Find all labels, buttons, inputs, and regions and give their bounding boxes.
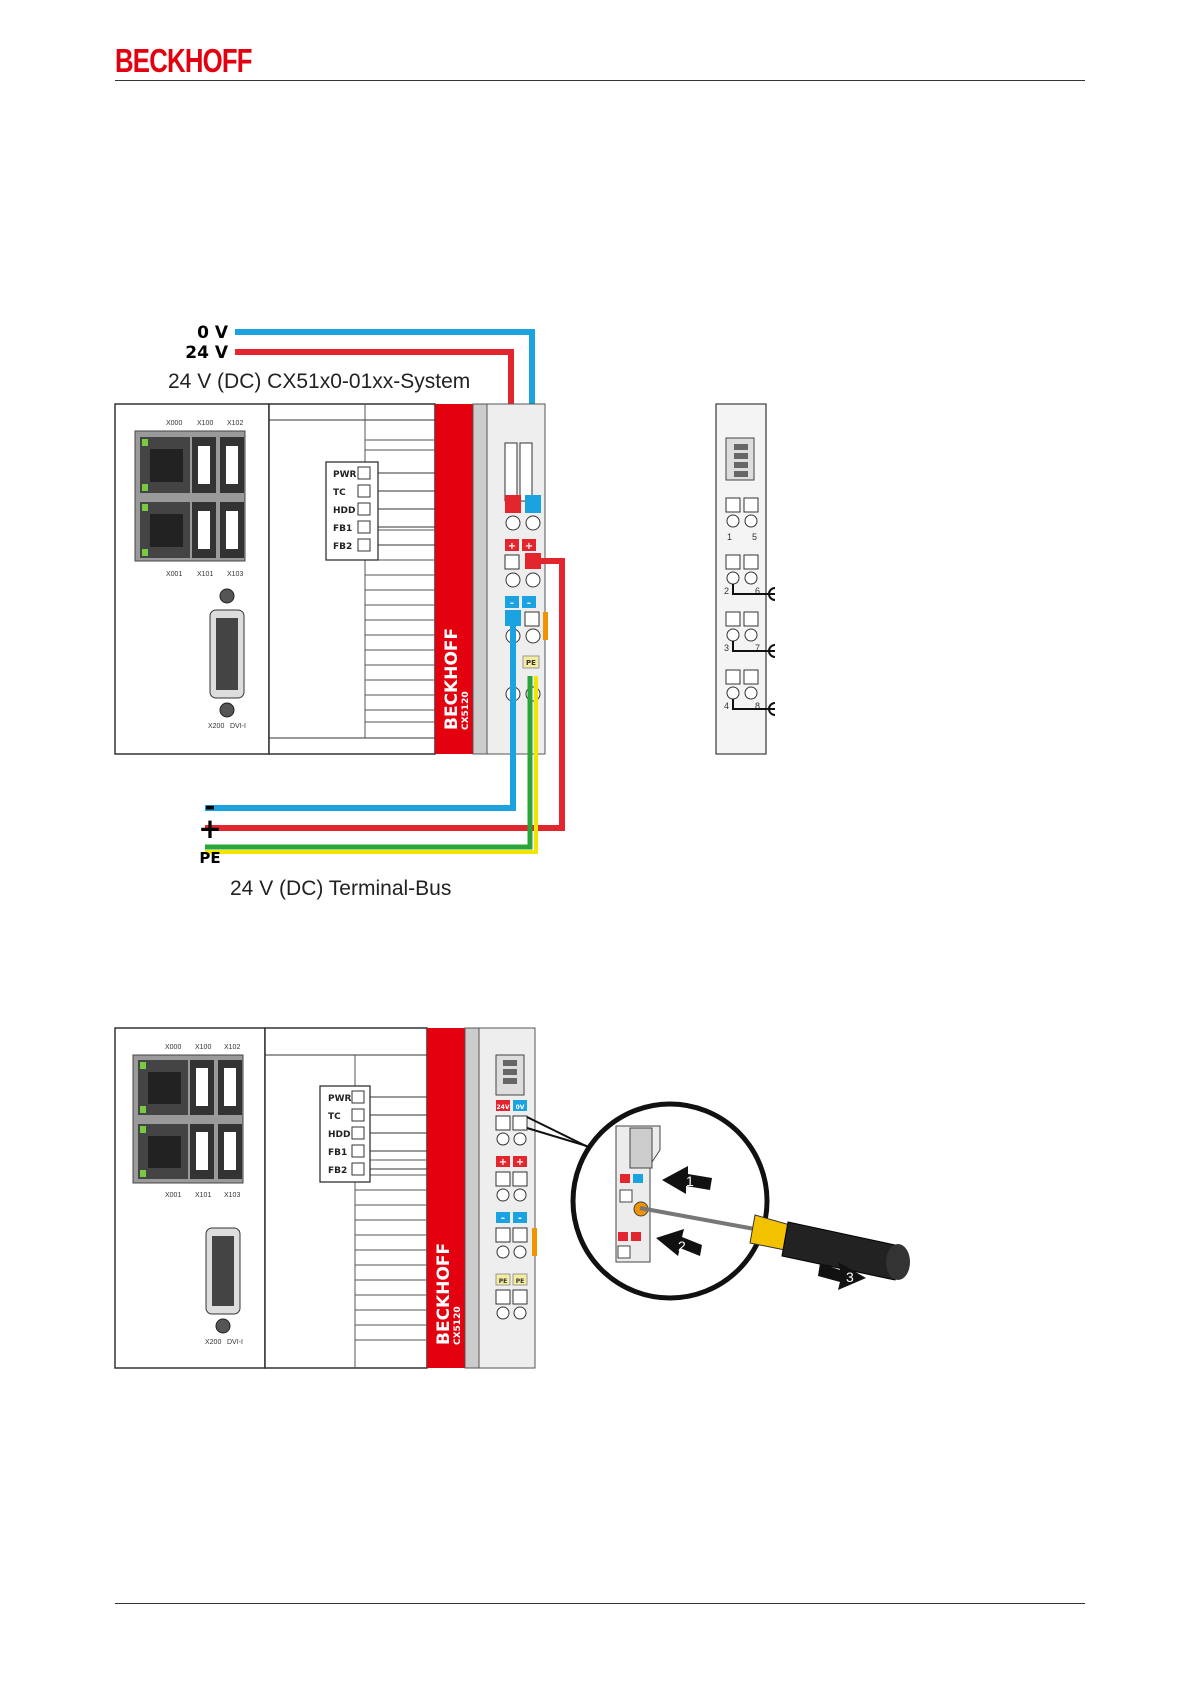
port-x200: X200 bbox=[208, 723, 224, 730]
io-4: 4 bbox=[724, 701, 729, 711]
figure-terminal-release: PWR TC HDD FB1 FB2 X000 X100 X102 X001 X… bbox=[115, 1028, 910, 1368]
dvi-screw-icon-2 bbox=[220, 703, 234, 717]
step-1: 1 bbox=[686, 1173, 694, 1189]
led-hdd: HDD bbox=[333, 506, 355, 516]
port2-x200: X200 bbox=[205, 1339, 221, 1346]
label-pe: PE bbox=[199, 849, 220, 867]
label-system-supply: 24 V (DC) CX51x0-01xx-System bbox=[168, 370, 470, 393]
mark2-24v-text: 24V bbox=[497, 1104, 510, 1111]
label-0v: 0 V bbox=[197, 323, 229, 343]
port2-x101: X101 bbox=[195, 1192, 211, 1199]
terminal-side bbox=[473, 404, 487, 754]
led2-fb2: FB2 bbox=[328, 1166, 347, 1176]
mark2-0v-text: 0V bbox=[516, 1104, 525, 1111]
port2-x000: X000 bbox=[165, 1044, 181, 1051]
mark-minus-2-text: - bbox=[527, 598, 531, 609]
port-x103: X103 bbox=[227, 571, 243, 578]
port-x100: X100 bbox=[197, 420, 213, 427]
mark-plus-1-text: + bbox=[508, 541, 516, 552]
port2-x103: X103 bbox=[224, 1192, 240, 1199]
dvi-screw-icon bbox=[220, 589, 234, 603]
port2-x102: X102 bbox=[224, 1044, 240, 1051]
io-terminal: 1 5 2 6 3 7 4 8 bbox=[716, 404, 775, 754]
label-terminal-bus: 24 V (DC) Terminal-Bus bbox=[230, 877, 451, 900]
led2-tc: TC bbox=[328, 1112, 341, 1122]
io-5: 5 bbox=[752, 532, 757, 542]
led-pwr: PWR bbox=[333, 470, 357, 480]
label-24v: 24 V bbox=[185, 343, 229, 363]
mark2-plus-1-text: + bbox=[499, 1157, 507, 1168]
port-x000: X000 bbox=[166, 420, 182, 427]
mark2-pe-1-text: PE bbox=[499, 1278, 508, 1285]
cx-body bbox=[269, 404, 435, 754]
io-3: 3 bbox=[724, 643, 729, 653]
mark-plus-2-text: + bbox=[525, 541, 533, 552]
figure-power-wiring: 0 V 24 V 24 V (DC) CX51x0-01xx-System PW… bbox=[115, 323, 775, 900]
led2-hdd: HDD bbox=[328, 1130, 350, 1140]
mark2-minus-2-text: - bbox=[518, 1213, 522, 1224]
io-2: 2 bbox=[724, 586, 729, 596]
led-fb2: FB2 bbox=[333, 542, 352, 552]
port2-x001: X001 bbox=[165, 1192, 181, 1199]
mark2-pe-2-text: PE bbox=[516, 1278, 525, 1285]
led-fb1: FB1 bbox=[333, 524, 352, 534]
brand-vertical: BECKHOFF bbox=[442, 628, 462, 730]
step-2: 2 bbox=[678, 1238, 686, 1254]
zoom-callout bbox=[573, 1104, 767, 1298]
led-tc: TC bbox=[333, 488, 346, 498]
mark2-plus-2-text: + bbox=[516, 1157, 524, 1168]
step-3: 3 bbox=[846, 1269, 854, 1285]
model-label-2: CX5120 bbox=[453, 1306, 463, 1345]
mark-minus-1-text: - bbox=[510, 598, 514, 609]
port-x102: X102 bbox=[227, 420, 243, 427]
io-1: 1 bbox=[727, 532, 732, 542]
port2-dvi: DVI-I bbox=[227, 1339, 243, 1346]
port2-x100: X100 bbox=[195, 1044, 211, 1051]
label-plus: + bbox=[198, 812, 221, 845]
cx-body-2 bbox=[265, 1028, 427, 1368]
led2-fb1: FB1 bbox=[328, 1148, 347, 1158]
mark2-minus-1-text: - bbox=[501, 1213, 505, 1224]
brand-vertical-2: BECKHOFF bbox=[434, 1243, 454, 1345]
mark-pe-text: PE bbox=[526, 659, 536, 667]
port-dvi: DVI-I bbox=[230, 723, 246, 730]
port-x001: X001 bbox=[166, 571, 182, 578]
model-label: CX5120 bbox=[461, 691, 471, 730]
port-x101: X101 bbox=[197, 571, 213, 578]
led2-pwr: PWR bbox=[328, 1094, 352, 1104]
